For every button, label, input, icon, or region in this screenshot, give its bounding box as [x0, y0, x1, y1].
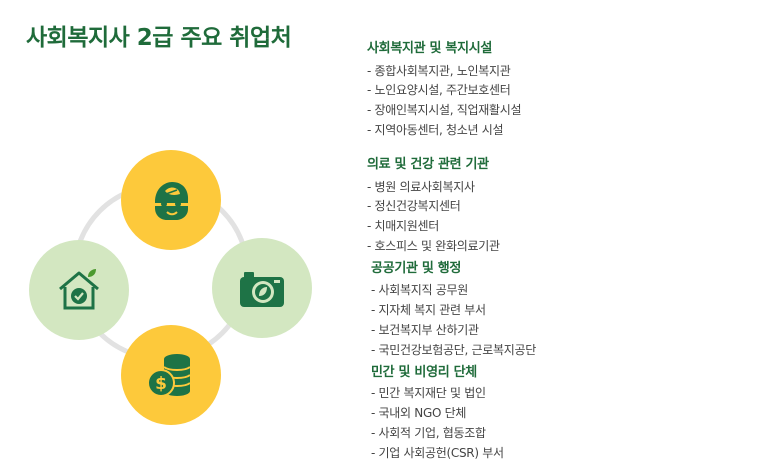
- node-right: [212, 238, 312, 338]
- coin-stack-dollar-icon: $: [145, 350, 197, 400]
- list-item: - 치매지원센터: [367, 219, 439, 233]
- node-top: [121, 150, 221, 250]
- section-title-public: 공공기관 및 행정: [371, 261, 462, 276]
- list-item: - 장애인복지시설, 직업재활시설: [367, 103, 522, 117]
- list-item: - 지자체 복지 관련 부서: [371, 303, 486, 317]
- list-item: - 보건복지부 산하기관: [371, 323, 479, 337]
- node-left: [29, 240, 129, 340]
- list-item: - 병원 의료사회복지사: [367, 180, 475, 194]
- list-item: - 사회적 기업, 협동조합: [371, 426, 486, 440]
- list-item: - 사회복지직 공무원: [371, 283, 468, 297]
- svg-text:$: $: [155, 374, 167, 394]
- cycle-diagram: $: [0, 0, 340, 468]
- list-item: - 민간 복지재단 및 법인: [371, 386, 486, 400]
- camera-leaf-icon: [236, 263, 288, 313]
- list-item: - 노인요양시설, 주간보호센터: [367, 83, 511, 97]
- page-title: 사회복지사 2급 주요 취업처: [26, 25, 292, 51]
- list-item: - 정신건강복지센터: [367, 199, 461, 213]
- list-item: - 종합사회복지관, 노인복지관: [367, 64, 511, 78]
- section-title-medical: 의료 및 건강 관련 기관: [367, 157, 489, 172]
- section-title-welfare-centers: 사회복지관 및 복지시설: [367, 41, 493, 56]
- list-item: - 국내외 NGO 단체: [371, 406, 467, 420]
- section-title-private: 민간 및 비영리 단체: [371, 365, 477, 380]
- list-item: - 국민건강보험공단, 근로복지공단: [371, 343, 536, 357]
- house-check-icon: [54, 265, 104, 315]
- list-item: - 호스피스 및 완화의료기관: [367, 239, 500, 253]
- list-item: - 기업 사회공헌(CSR) 부서: [371, 446, 504, 460]
- list-item: - 지역아동센터, 청소년 시설: [367, 123, 504, 137]
- person-leaf-head-icon: [146, 175, 196, 225]
- node-bottom: $: [121, 325, 221, 425]
